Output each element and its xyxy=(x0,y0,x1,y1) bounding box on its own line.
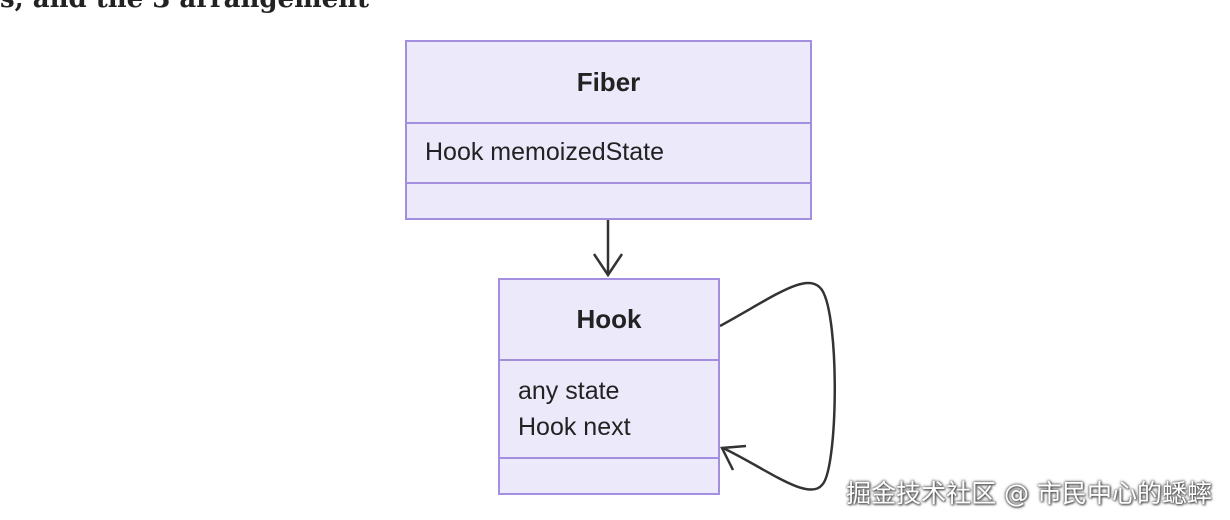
hook-field: any state xyxy=(518,377,620,405)
fiber-class-fields: Hook memoizedState xyxy=(407,124,810,184)
hook-field: Hook next xyxy=(518,413,631,441)
hook-class-box: Hook any state Hook next xyxy=(498,278,720,495)
watermark: 掘金技术社区 @ 市民中心的蟋蟀 xyxy=(846,479,1212,508)
fiber-class-box: Fiber Hook memoizedState xyxy=(405,40,812,220)
hook-class-title: Hook xyxy=(500,280,718,361)
clipped-heading-text: s, and the 3 arrangement xyxy=(0,0,369,14)
fiber-class-title: Fiber xyxy=(407,42,810,124)
hook-class-fields: any state Hook next xyxy=(500,361,718,459)
fiber-field: Hook memoizedState xyxy=(425,138,665,166)
fiber-to-hook-arrow xyxy=(592,220,624,278)
hook-self-loop-arrow xyxy=(719,281,836,491)
